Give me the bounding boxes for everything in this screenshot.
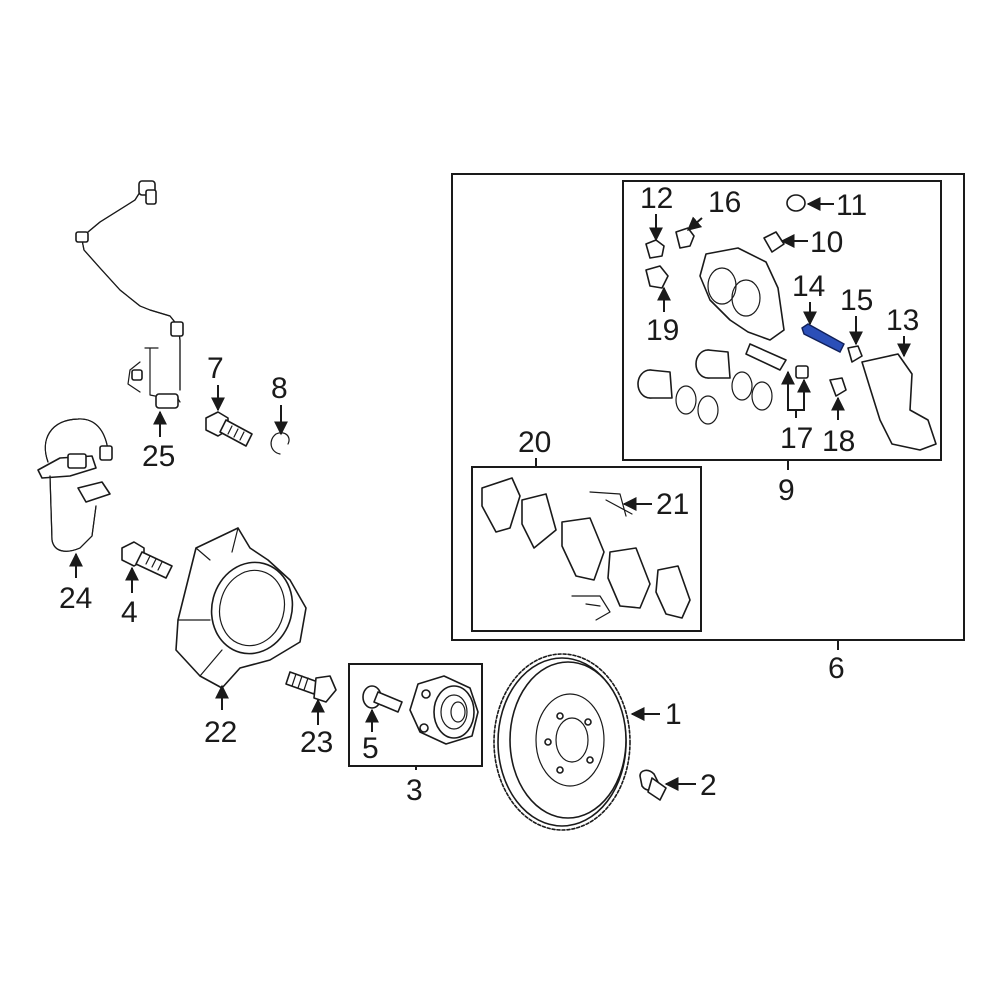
leader-lines <box>69 197 911 791</box>
group-box-caliper-parts <box>622 180 942 461</box>
callout-3: 3 <box>406 774 423 807</box>
callout-18: 18 <box>822 425 855 458</box>
callout-11: 11 <box>836 189 867 222</box>
callout-19: 19 <box>646 314 679 347</box>
bolt-7 <box>205 411 253 447</box>
group-box-caliper-assembly <box>451 173 965 641</box>
clip-ring-8 <box>270 432 290 455</box>
guide-pin-highlighted <box>801 323 845 353</box>
dust-shield <box>175 527 307 689</box>
callout-16: 16 <box>708 186 741 219</box>
callout-4: 4 <box>121 596 138 629</box>
caliper-parts <box>637 194 937 451</box>
callout-7: 7 <box>207 352 224 385</box>
callout-17: 17 <box>780 422 813 455</box>
callout-5: 5 <box>362 732 379 765</box>
callout-13: 13 <box>886 304 919 337</box>
callout-12: 12 <box>640 182 673 215</box>
callout-8: 8 <box>271 372 288 405</box>
callout-24: 24 <box>59 582 92 615</box>
callout-21: 21 <box>656 488 689 521</box>
hub-bearing <box>409 675 479 745</box>
callout-25: 25 <box>142 440 175 473</box>
callout-10: 10 <box>810 226 843 259</box>
rotor-screw-2 <box>639 769 667 801</box>
group-box-pad-kit <box>471 466 702 632</box>
callout-9: 9 <box>778 474 795 507</box>
brake-rotor <box>493 653 631 831</box>
callout-14: 14 <box>792 270 825 303</box>
callout-1: 1 <box>665 698 682 731</box>
pad-kit <box>481 477 691 621</box>
callout-23: 23 <box>300 726 333 759</box>
bolt-23 <box>285 671 337 703</box>
callout-labels: 1 2 3 4 5 6 7 8 9 10 11 12 13 14 15 16 1… <box>59 182 919 807</box>
callout-22: 22 <box>204 716 237 749</box>
bolt-4 <box>121 541 173 579</box>
callout-15: 15 <box>840 284 873 317</box>
callout-6: 6 <box>828 652 845 685</box>
callout-2: 2 <box>700 769 717 802</box>
callout-20: 20 <box>518 426 551 459</box>
wheel-speed-sensor <box>37 418 113 552</box>
hub-bolt-5 <box>362 685 403 713</box>
brake-hose-line <box>75 180 184 409</box>
